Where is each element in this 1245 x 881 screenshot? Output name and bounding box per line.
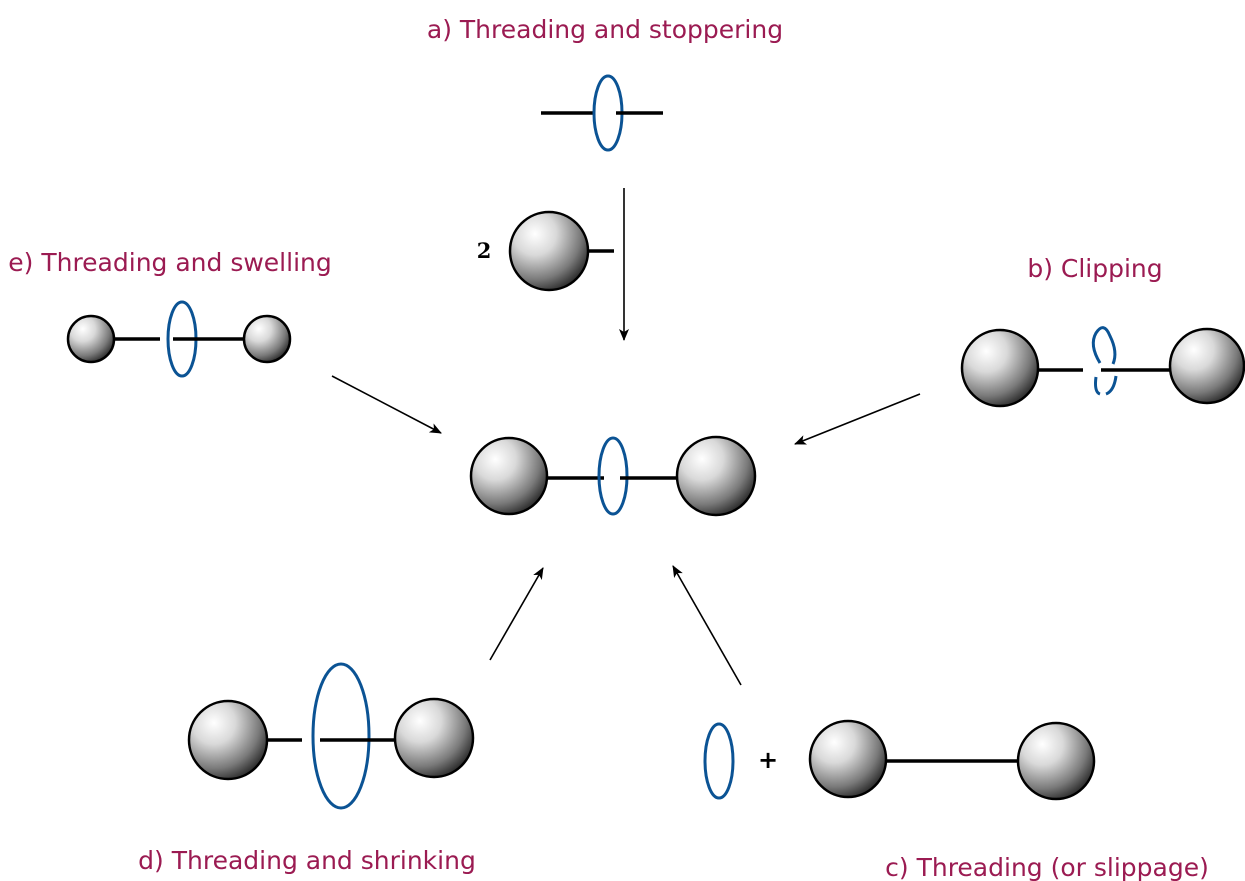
- pseudorotaxane-a: [541, 74, 663, 152]
- stopper-count: 2: [477, 238, 492, 263]
- shrinking-precursor: [187, 662, 475, 810]
- arrow-c: [672, 565, 742, 686]
- free-ring: [703, 722, 735, 800]
- label-threading-shrinking: d) Threading and shrinking: [138, 846, 476, 875]
- label-threading-slippage: c) Threading (or slippage): [885, 853, 1209, 881]
- arrow-b: [794, 393, 921, 445]
- label-threading-swelling: e) Threading and swelling: [8, 248, 332, 277]
- rotaxane-product: [469, 435, 757, 517]
- dumbbell-c: [808, 719, 1096, 801]
- swelling-precursor: [66, 300, 292, 378]
- label-threading-stoppering: a) Threading and stoppering: [427, 15, 783, 44]
- clipping-precursor: [960, 326, 1245, 408]
- arrow-e: [331, 375, 442, 434]
- arrow-d: [489, 567, 544, 661]
- plus-sign: +: [758, 746, 778, 774]
- stopper-a: [508, 210, 614, 292]
- label-clipping: b) Clipping: [1027, 254, 1162, 283]
